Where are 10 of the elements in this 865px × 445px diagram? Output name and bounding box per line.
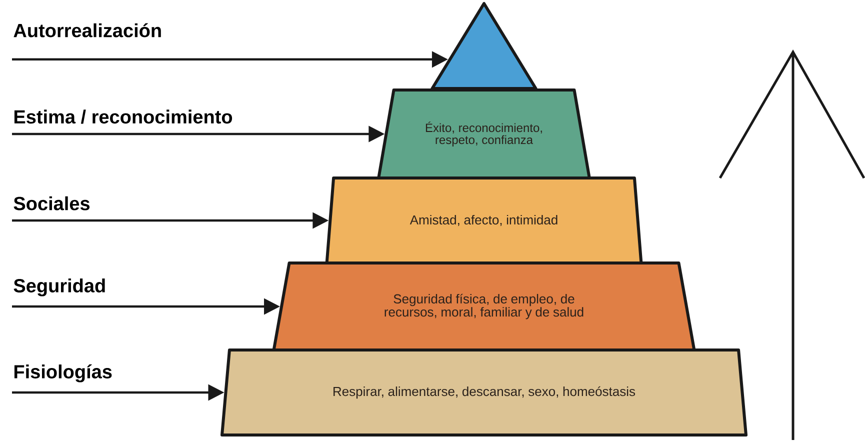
level-label: Autorrealización [14,23,161,38]
pyramid-layer: Seguridad física, de empleo, de recursos, moral, familiar y de salud [272,262,696,352]
level-label: Sociales [14,196,90,210]
pyramid-layer: Amistad, afecto, intimidad [325,176,643,264]
pyramid-layer: Éxito, reconocimiento, respeto, confianza [377,88,591,180]
pyramid-layer: Respirar, alimentarse, descansar, sexo, homeóstasis [220,348,748,436]
level-label: Fisiologías [14,364,112,382]
pyramid-layer [430,2,538,90]
level-label: Estima / reconocimiento [14,110,232,124]
level-label: Seguridad [14,278,105,296]
